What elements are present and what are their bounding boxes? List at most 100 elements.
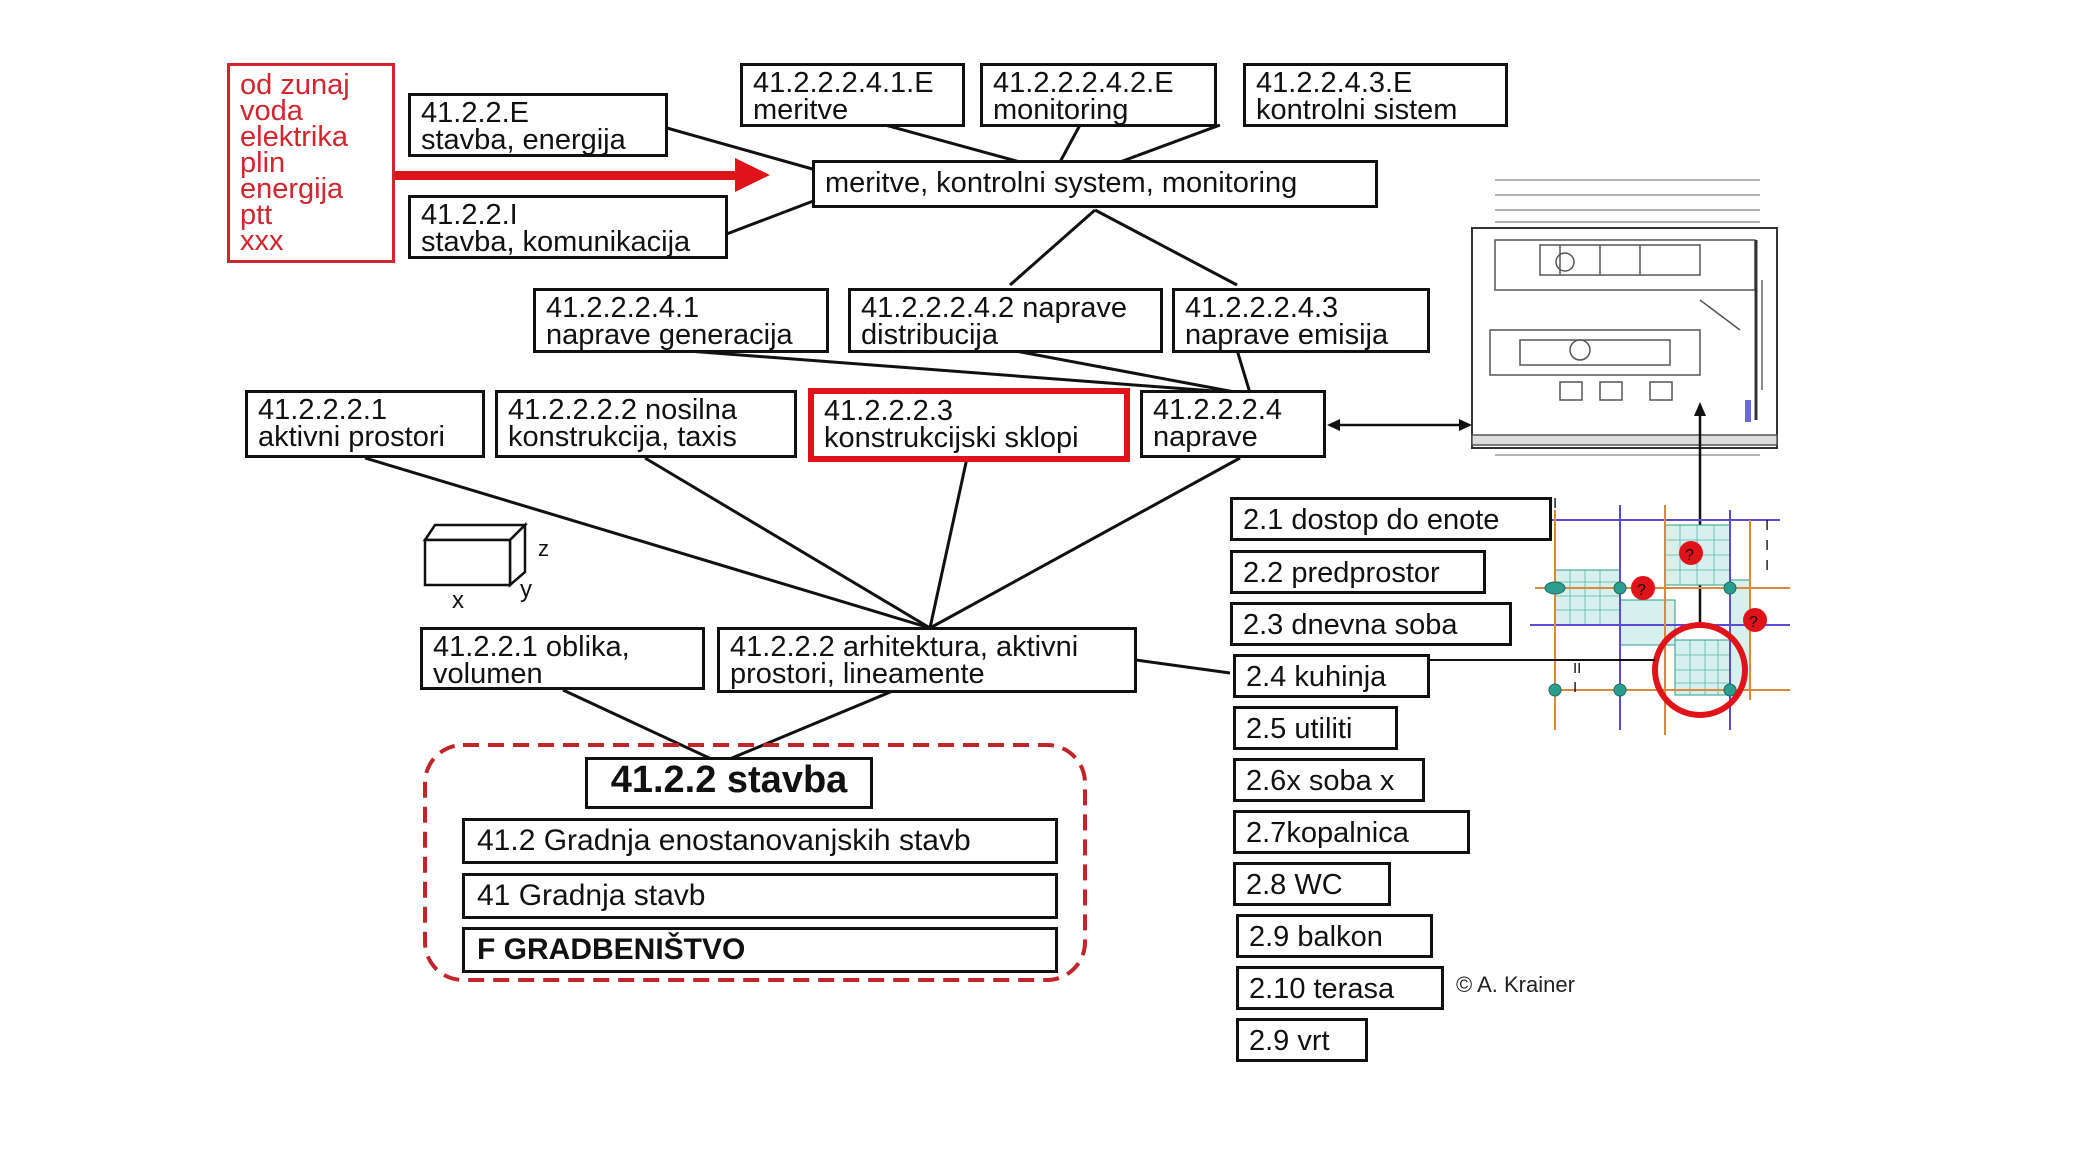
devices-code: 41.2.2.2.4	[1153, 394, 1282, 426]
building-title-box: 41.2.2 stavba	[585, 757, 873, 809]
connector-lines	[364, 123, 1252, 765]
form-volume-code: 41.2.2.1 oblika,	[433, 631, 630, 663]
devices-emission-code: 41.2.2.2.4.3	[1185, 292, 1339, 324]
axis-y-label: y	[520, 576, 532, 603]
external-line: xxx	[240, 225, 284, 257]
external-line: plin	[240, 147, 286, 179]
room-label: 2.1 dostop do enote	[1243, 504, 1500, 536]
architecture-box: 41.2.2.2 arhitektura, aktivni prostori, …	[717, 627, 1137, 693]
kitchen-highlight-circle	[1652, 622, 1748, 718]
classification-level-1-label: 41.2 Gradnja enostanovanjskih stavb	[477, 824, 971, 857]
control-system-label: kontrolni sistem	[1256, 94, 1458, 126]
room-item: 2.7kopalnica	[1233, 810, 1470, 854]
energy-box: 41.2.2.E stavba, energija	[408, 93, 668, 157]
room-item: 2.8 WC	[1233, 862, 1391, 906]
roman-mark-right-2: I	[1765, 537, 1769, 554]
devices-label: naprave	[1153, 421, 1258, 453]
roman-mark-right-3: I	[1765, 557, 1769, 574]
external-line: voda	[240, 95, 303, 127]
architecture-label: prostori, lineamente	[730, 658, 985, 690]
roman-mark-top: I	[1553, 495, 1557, 512]
classification-level-2: 41 Gradnja stavb	[462, 873, 1058, 919]
measurements-box: 41.2.2.2.4.1.E meritve	[740, 63, 965, 127]
load-bearing-structure-box: 41.2.2.2.2 nosilna konstrukcija, taxis	[495, 390, 797, 458]
credit-text: © A. Krainer	[1456, 972, 1575, 997]
room-item: 2.6x soba x	[1233, 758, 1425, 802]
axis-z-label: z	[538, 536, 549, 561]
devices-box: 41.2.2.2.4 naprave	[1140, 390, 1326, 458]
external-line: ptt	[240, 199, 273, 231]
devices-emission-label: naprave emisija	[1185, 319, 1389, 351]
construction-assemblies-code: 41.2.2.2.3	[824, 395, 953, 427]
kitchen-floor-plan-drawing	[1471, 179, 1778, 456]
active-spaces-label: aktivni prostori	[258, 421, 445, 453]
monitoring-box: meritve, kontrolni system, monitoring	[812, 160, 1378, 208]
architecture-code: 41.2.2.2 arhitektura, aktivni	[730, 631, 1079, 663]
form-volume-label: volumen	[433, 658, 543, 690]
room-label: 2.3 dnevna soba	[1243, 609, 1458, 641]
room-label: 2.7kopalnica	[1246, 817, 1409, 849]
roman-mark-left-1: I	[1573, 679, 1577, 696]
building-classification-group	[423, 743, 1087, 982]
classification-level-3: F GRADBENIŠTVO	[462, 927, 1058, 973]
room-item: 2.9 vrt	[1236, 1018, 1368, 1062]
room-item: 2.3 dnevna soba	[1230, 602, 1512, 646]
room-label: 2.8 WC	[1246, 869, 1343, 901]
external-supply-arrow	[395, 158, 770, 192]
roman-mark-left-2: II	[1573, 660, 1581, 677]
external-line: elektrika	[240, 121, 348, 153]
active-spaces-code: 41.2.2.2.1	[258, 394, 387, 426]
devices-generation-box: 41.2.2.2.4.1 naprave generacija	[533, 288, 829, 353]
control-system-code: 41.2.2.4.3.E	[1256, 67, 1413, 99]
monitoring-box-label: meritve, kontrolni system, monitoring	[825, 167, 1298, 199]
room-label: 2.9 balkon	[1249, 921, 1383, 953]
classification-level-1: 41.2 Gradnja enostanovanjskih stavb	[462, 818, 1058, 864]
room-item: 2.9 balkon	[1236, 914, 1433, 958]
communication-label: stavba, komunikacija	[421, 226, 691, 258]
construction-assemblies-label: konstrukcijski sklopi	[824, 422, 1079, 454]
question-mark-2: ?	[1637, 582, 1646, 599]
devices-distribution-code: 41.2.2.2.4.2 naprave	[861, 292, 1128, 324]
room-item: 2.10 terasa	[1236, 966, 1444, 1010]
building-title: 41.2.2 stavba	[610, 759, 848, 801]
plan-link-arrow	[1694, 402, 1706, 625]
load-bearing-code: 41.2.2.2.2 nosilna	[508, 394, 737, 426]
room-label: 2.2 predprostor	[1243, 557, 1440, 589]
room-label: 2.5 utiliti	[1246, 713, 1353, 745]
energy-code: 41.2.2.E	[421, 97, 530, 129]
monitoring-label: monitoring	[993, 94, 1129, 126]
room-label: 2.6x soba x	[1246, 765, 1395, 797]
load-bearing-label: konstrukcija, taxis	[508, 421, 737, 453]
monitoring-code-box: 41.2.2.2.4.2.E monitoring	[980, 63, 1217, 127]
communication-code: 41.2.2.I	[421, 199, 518, 231]
external-line: od zunaj	[240, 69, 350, 101]
devices-distribution-label: distribucija	[861, 319, 998, 351]
external-line: energija	[240, 173, 344, 205]
communication-box: 41.2.2.I stavba, komunikacija	[408, 195, 728, 259]
monitoring-code: 41.2.2.2.4.2.E	[993, 67, 1174, 99]
room-label: 2.4 kuhinja	[1246, 661, 1387, 693]
devices-generation-code: 41.2.2.2.4.1	[546, 292, 700, 324]
devices-generation-label: naprave generacija	[546, 319, 793, 351]
devices-distribution-box: 41.2.2.2.4.2 naprave distribucija	[848, 288, 1163, 353]
construction-assemblies-box: 41.2.2.2.3 konstrukcijski sklopi	[808, 388, 1130, 462]
control-system-box: 41.2.2.4.3.E kontrolni sistem	[1243, 63, 1508, 127]
volume-cube-icon	[422, 521, 529, 588]
unit-grid-plan: ? ? ? I I I I II I	[1530, 495, 1790, 735]
room-item: 2.1 dostop do enote	[1230, 497, 1552, 541]
double-arrow	[1327, 419, 1472, 431]
question-mark-1: ?	[1685, 547, 1694, 564]
classification-level-3-label: F GRADBENIŠTVO	[477, 933, 746, 966]
measurements-label: meritve	[753, 94, 849, 126]
energy-label: stavba, energija	[421, 124, 626, 156]
external-supply-box: od zunaj voda elektrika plin energija pt…	[227, 63, 395, 263]
classification-level-2-label: 41 Gradnja stavb	[477, 879, 706, 912]
room-label: 2.9 vrt	[1249, 1025, 1330, 1057]
room-item: 2.2 predprostor	[1230, 550, 1486, 594]
room-item: 2.5 utiliti	[1233, 706, 1398, 750]
measurements-code: 41.2.2.2.4.1.E	[753, 67, 934, 99]
active-spaces-box: 41.2.2.2.1 aktivni prostori	[245, 390, 485, 458]
question-mark-3: ?	[1749, 614, 1758, 631]
roman-mark-right-1: I	[1765, 517, 1769, 534]
